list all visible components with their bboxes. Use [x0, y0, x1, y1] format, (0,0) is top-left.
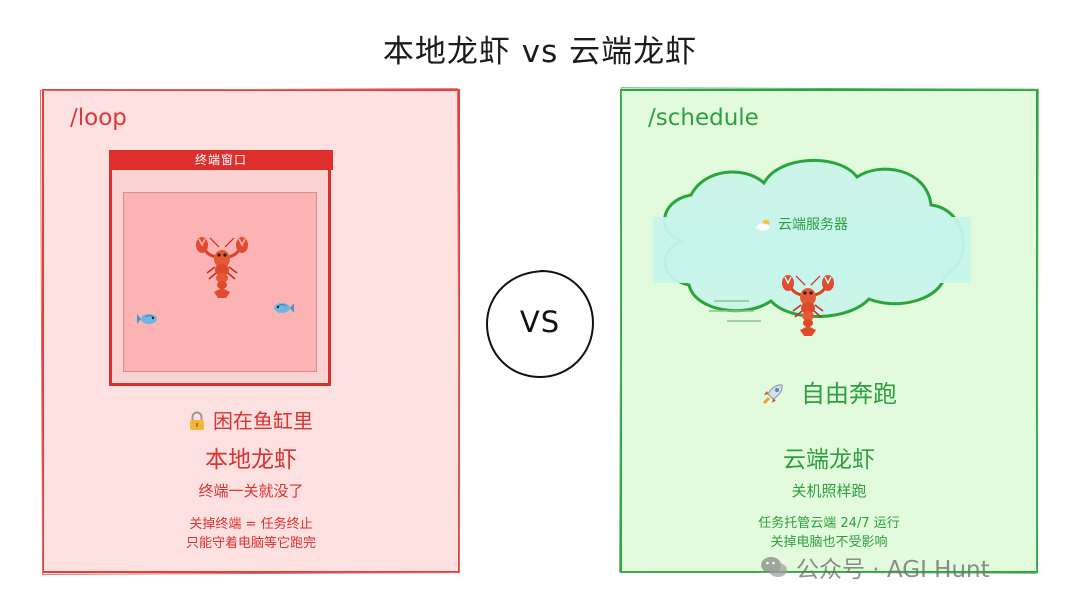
- note-line: 只能守着电脑等它跑完: [185, 536, 316, 551]
- trapped-status-text: 困在鱼缸里: [213, 409, 313, 433]
- vs-text: VS: [519, 305, 561, 339]
- lobster-icon: [196, 237, 248, 298]
- cloud-server-shape: [653, 159, 971, 322]
- cloud-lobster-panel: /schedule 云端服务器: [619, 87, 1039, 574]
- note-line: 关掉终端 = 任务终止: [189, 517, 313, 532]
- local-lobster-note: 关掉终端 = 任务终止 只能守着电脑等它跑完: [44, 515, 458, 553]
- fish-icon: [274, 303, 294, 313]
- cloud-server-text: 云端服务器: [778, 217, 848, 233]
- local-lobster-panel: /loop 终端窗口: [39, 88, 461, 575]
- trapped-status: 困在鱼缸里: [44, 405, 458, 434]
- wechat-icon: [761, 557, 787, 577]
- terminal-title-bar: 终端窗口: [109, 150, 333, 170]
- local-lobster-name: 本地龙虾: [205, 447, 297, 473]
- note-line: 任务托管云端 24/7 运行: [758, 516, 900, 531]
- fish-icon: [137, 314, 157, 324]
- sun-cloud-icon: [756, 219, 770, 231]
- vs-badge: VS: [484, 268, 596, 380]
- free-run-text: 自由奔跑: [801, 380, 897, 408]
- cloud-lobster-name: 云端龙虾: [783, 447, 875, 473]
- cloud-lobster-note: 任务托管云端 24/7 运行 关掉电脑也不受影响: [622, 514, 1036, 552]
- cloud-lobster-subtitle: 关机照样跑: [791, 482, 867, 500]
- cloud-server-label: 云端服务器: [756, 214, 848, 234]
- wechat-watermark: 公众号 · AGI Hunt: [760, 550, 990, 584]
- terminal-window: 终端窗口: [109, 150, 333, 386]
- loop-command-label: /loop: [70, 105, 127, 131]
- diagram-title: 本地龙虾 vs 云端龙虾: [382, 34, 698, 70]
- vs-circle: [485, 269, 595, 379]
- free-run-tagline: 自由奔跑: [622, 374, 1036, 409]
- fish-tank: [123, 192, 317, 372]
- schedule-command-label: /schedule: [648, 105, 759, 131]
- watermark-text: 公众号 · AGI Hunt: [796, 557, 990, 583]
- rocket-icon: [762, 384, 783, 405]
- lobster-icon: [782, 275, 834, 336]
- lock-icon: [190, 411, 204, 430]
- note-line: 关掉电脑也不受影响: [770, 535, 888, 550]
- local-lobster-subtitle: 终端一关就没了: [198, 482, 304, 500]
